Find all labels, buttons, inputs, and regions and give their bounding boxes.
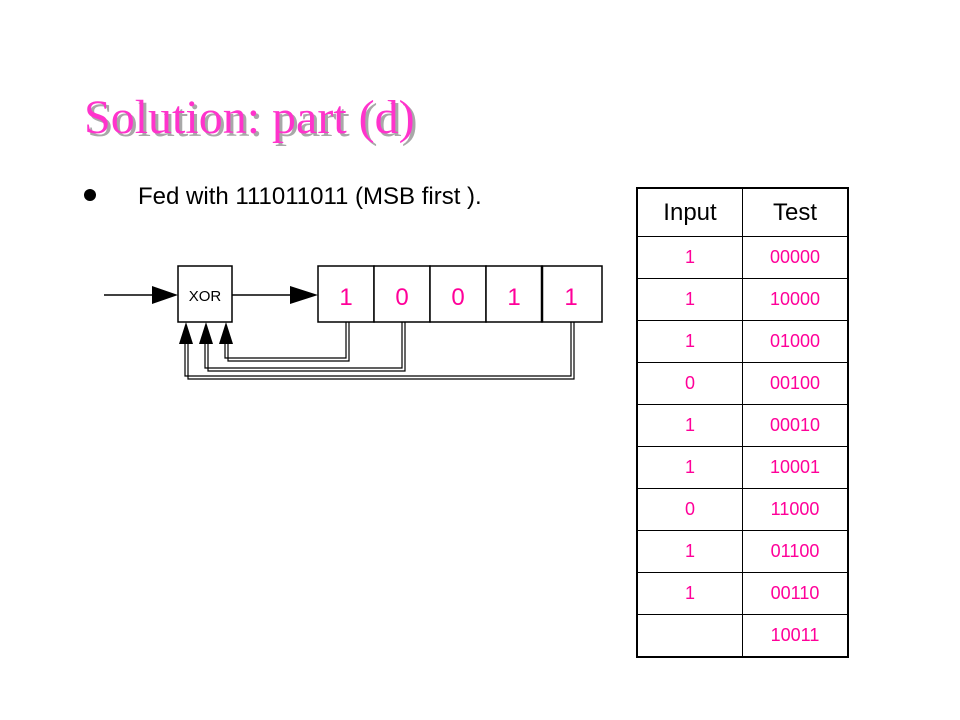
input-cell: 1	[636, 320, 743, 363]
feedback-path-1	[224, 322, 347, 359]
register-cell	[317, 265, 375, 323]
column-header-input: Input	[636, 187, 743, 237]
test-cell: 10000	[742, 278, 849, 321]
table-row: 10011	[636, 614, 849, 658]
slide-title-shadow: Solution: part (d)	[87, 94, 418, 147]
bullet-dot-icon	[84, 189, 96, 201]
xor-gate: XOR	[177, 265, 233, 323]
bullet-text: Fed with 111011011 (MSB first ).	[138, 183, 482, 210]
title-block: Solution: part (d) Solution: part (d)	[84, 90, 418, 147]
slide-title-text: Solution: part (d)	[84, 91, 415, 144]
slide-title: Solution: part (d) Solution: part (d)	[84, 90, 418, 147]
feedback-paths	[184, 322, 575, 380]
input-arrow	[104, 286, 178, 304]
test-cell: 11000	[742, 488, 849, 531]
table-row: 0 00100	[636, 362, 849, 405]
table-header-row: Input Test	[636, 187, 849, 237]
input-cell: 0	[636, 488, 743, 531]
register-bit-5: 1	[564, 284, 577, 311]
input-cell: 1	[636, 446, 743, 489]
input-cell: 1	[636, 530, 743, 573]
state-table: Input Test 1 00000 1 10000 1 01000 0 001…	[636, 187, 849, 658]
input-cell: 1	[636, 278, 743, 321]
shift-register: 1 0 0 1 1	[317, 265, 603, 323]
table-row: 1 00000	[636, 236, 849, 279]
register-bit-2: 0	[395, 284, 408, 311]
table-row: 0 11000	[636, 488, 849, 531]
test-cell: 10011	[742, 614, 849, 658]
input-cell	[636, 614, 743, 658]
test-cell: 01000	[742, 320, 849, 363]
register-cell	[541, 265, 603, 323]
feedback-path-2	[204, 322, 403, 369]
table-row: 1 10000	[636, 278, 849, 321]
input-cell: 1	[636, 404, 743, 447]
table-row: 1 00010	[636, 404, 849, 447]
input-cell: 1	[636, 572, 743, 615]
feedback-path-3	[184, 322, 572, 377]
xor-to-register-arrow	[232, 286, 318, 304]
test-cell: 00000	[742, 236, 849, 279]
input-cell: 1	[636, 236, 743, 279]
table-row: 1 00110	[636, 572, 849, 615]
feedback-arrowheads	[179, 322, 233, 344]
table-row: 1 10001	[636, 446, 849, 489]
test-cell: 00010	[742, 404, 849, 447]
test-cell: 01100	[742, 530, 849, 573]
register-bit-4: 1	[507, 284, 520, 311]
register-cell	[429, 265, 487, 323]
test-cell: 00110	[742, 572, 849, 615]
register-bit-1: 1	[339, 284, 352, 311]
register-bit-3: 0	[451, 284, 464, 311]
lfsr-diagram: XOR 1 0 0 1 1	[104, 265, 603, 380]
table-row: 1 01000	[636, 320, 849, 363]
table-row: 1 01100	[636, 530, 849, 573]
xor-gate-label: XOR	[189, 288, 222, 305]
input-cell: 0	[636, 362, 743, 405]
column-header-test: Test	[742, 187, 849, 237]
test-cell: 00100	[742, 362, 849, 405]
test-cell: 10001	[742, 446, 849, 489]
